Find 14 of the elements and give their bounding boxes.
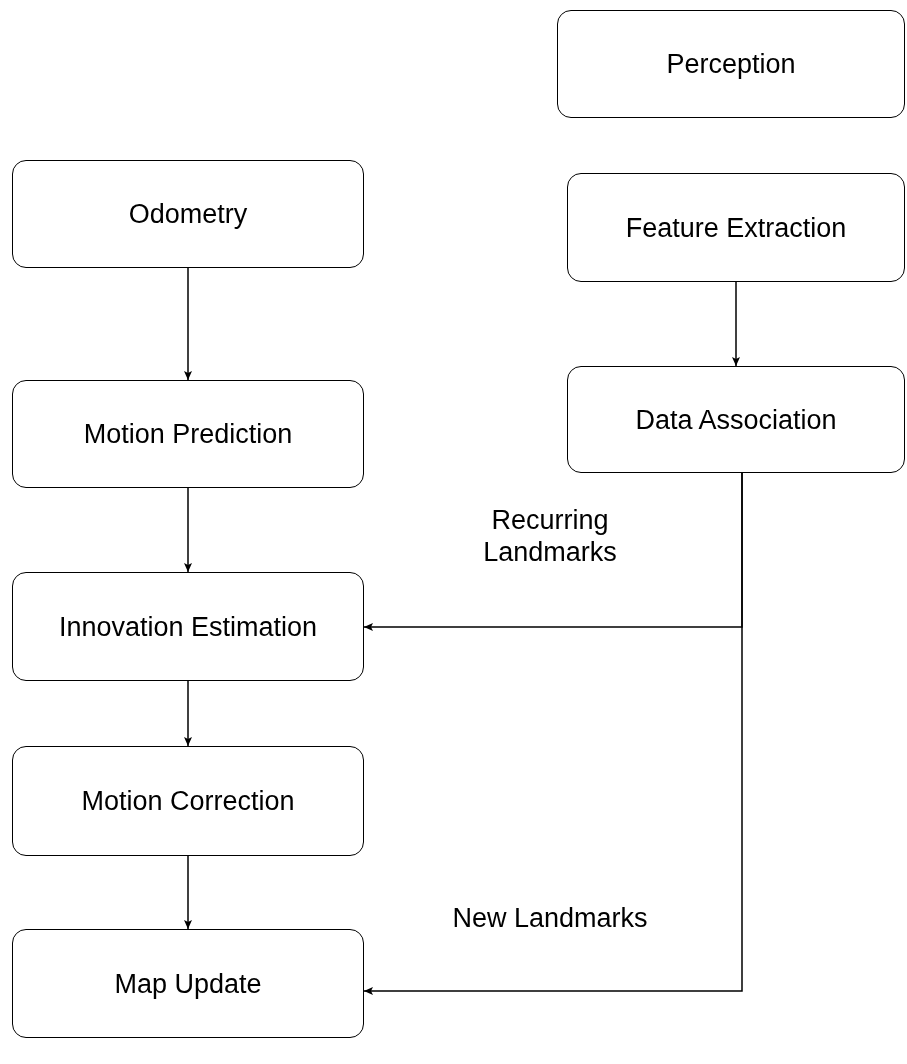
- arrow: [184, 487, 192, 573]
- arrow: [363, 472, 743, 995]
- process-box: Odometry: [12, 160, 364, 268]
- arrow: [184, 855, 192, 930]
- process-box: Feature Extraction: [567, 173, 905, 282]
- process-box: Map Update: [12, 929, 364, 1038]
- process-box: Motion Prediction: [12, 380, 364, 488]
- arrow: [732, 281, 740, 367]
- process-box: Perception: [557, 10, 905, 118]
- arrow: [184, 680, 192, 747]
- process-box: Data Association: [567, 366, 905, 473]
- arrow: [184, 267, 192, 381]
- process-box: Innovation Estimation: [12, 572, 364, 681]
- process-box: Motion Correction: [12, 746, 364, 856]
